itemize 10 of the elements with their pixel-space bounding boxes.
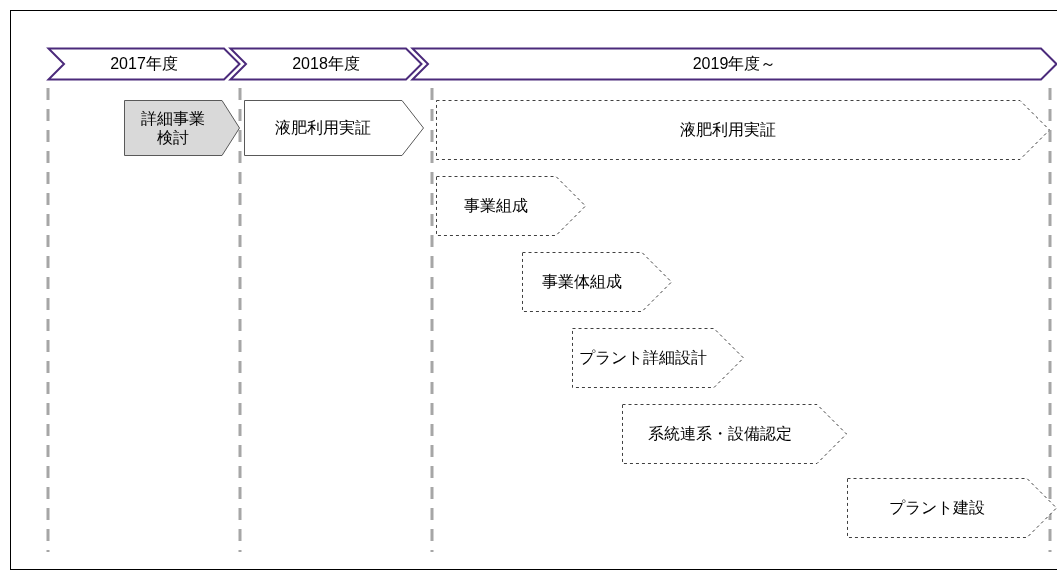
planned-task-bar: 事業組成 [436,176,586,236]
task-bar: 詳細事業検討 [124,100,240,156]
planned-task-bar: 系統連系・設備認定 [622,404,847,464]
year-header-band: 2017年度 [48,48,240,80]
task-bar: 液肥利用実証 [244,100,424,156]
planned-task-bar: プラント建設 [847,478,1057,538]
planned-task-bar: 事業体組成 [522,252,672,312]
planned-task-bar: 液肥利用実証 [436,100,1050,160]
planned-task-bar: プラント詳細設計 [572,328,744,388]
year-header-band: 2018年度 [230,48,422,80]
